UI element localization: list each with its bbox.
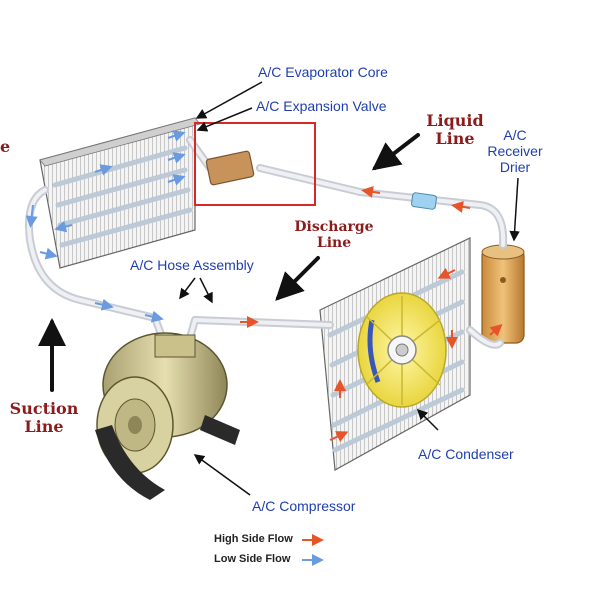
callout-arrows bbox=[38, 133, 420, 392]
label-expansion-valve: A/C Expansion Valve bbox=[256, 98, 387, 114]
evaporator-core bbox=[39, 117, 201, 269]
callout-suction-line-2: Line bbox=[24, 417, 64, 436]
expansion-valve bbox=[205, 150, 255, 186]
callout-suction-line: Suction Line bbox=[0, 400, 88, 436]
callout-discharge-line-2: Line bbox=[316, 235, 352, 251]
high-side-arrows bbox=[240, 185, 503, 442]
sight-glass bbox=[411, 192, 437, 210]
label-receiver-drier-line2: Receiver bbox=[487, 143, 543, 159]
legend-high-side-label: High Side Flow bbox=[214, 533, 293, 545]
expansion-valve-highlight bbox=[194, 122, 316, 206]
label-receiver-drier-line1: A/C bbox=[503, 127, 527, 143]
label-hose-assembly: A/C Hose Assembly bbox=[130, 257, 254, 273]
low-side-arrows bbox=[25, 130, 186, 323]
label-condenser: A/C Condenser bbox=[418, 446, 514, 462]
refrigerant-lines bbox=[25, 136, 508, 349]
compressor bbox=[95, 332, 240, 500]
callout-discharge-line-1: Discharge bbox=[294, 219, 374, 235]
callout-liquid-line-2: Line bbox=[435, 129, 475, 148]
label-evaporator-core: A/C Evaporator Core bbox=[258, 64, 388, 80]
label-receiver-drier-line3: Drier bbox=[499, 159, 531, 175]
legend-low-side-label: Low Side Flow bbox=[214, 553, 291, 565]
callout-liquid-line-1: Liquid bbox=[426, 111, 484, 130]
pointer-lines bbox=[179, 81, 520, 496]
callout-liquid-line: Liquid Line bbox=[415, 112, 495, 148]
condenser-fan bbox=[357, 292, 447, 408]
callout-edge-fragment: e bbox=[0, 137, 11, 156]
callout-discharge-line: Discharge Line bbox=[272, 219, 396, 251]
callout-suction-line-1: Suction bbox=[9, 399, 79, 418]
receiver-drier bbox=[481, 244, 525, 344]
label-receiver-drier: A/C Receiver Drier bbox=[480, 127, 550, 175]
label-compressor: A/C Compressor bbox=[252, 498, 356, 514]
